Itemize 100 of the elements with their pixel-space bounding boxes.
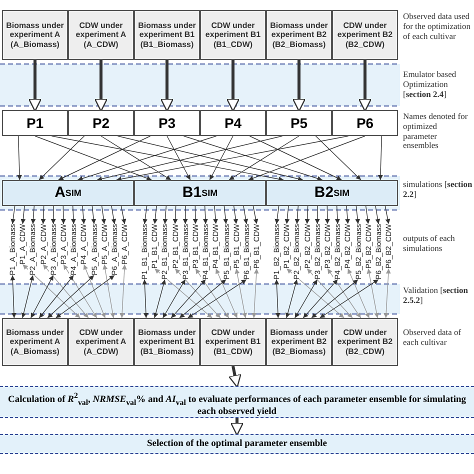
- arrow: [324, 206, 330, 224]
- arrow: [170, 279, 206, 318]
- arrow: [10, 206, 16, 224]
- arrow: [311, 279, 358, 318]
- data-box: CDW under experiment A (A_CDW): [68, 318, 134, 366]
- arrow: [345, 206, 350, 224]
- data-box: CDW under experiment B1 (B1_CDW): [200, 10, 266, 60]
- arrow: [315, 136, 362, 180]
- arrow: [202, 206, 208, 224]
- arrow: [166, 136, 191, 180]
- arrow: [100, 136, 172, 180]
- arrow: [17, 136, 22, 180]
- arrow: [50, 206, 56, 224]
- side-note: Emulator based Optimization [section 2.4]: [403, 70, 458, 100]
- arrow: [81, 206, 86, 224]
- arrow: [216, 268, 238, 318]
- data-box: Biomass under experiment B1 (B1_Biomass): [134, 318, 200, 366]
- block-arrow: [228, 366, 242, 388]
- arrow: [47, 274, 94, 318]
- arrow: [248, 136, 366, 181]
- arrow: [294, 206, 300, 224]
- arrow: [274, 206, 280, 224]
- arrow: [116, 136, 349, 182]
- arrow: [294, 279, 318, 318]
- arrow: [30, 274, 54, 318]
- arrow: [366, 268, 380, 318]
- arrow: [355, 206, 360, 224]
- step-band: Calculation of R$^{2}$$_{val}$, NRMSE$_{val}$% and AI$_{val}$ to evaluate performances of each parameter ensemble for simulating each observed yield: [0, 386, 474, 418]
- block-arrow: [28, 60, 42, 112]
- side-note: outputs of each simulations: [403, 234, 456, 254]
- arrow: [252, 206, 258, 224]
- arrow: [152, 206, 158, 224]
- arrow: [42, 264, 89, 318]
- arrow: [233, 206, 238, 224]
- arrow: [213, 206, 218, 224]
- arrow: [30, 206, 36, 224]
- arrow: [304, 206, 310, 224]
- data-box: CDW under experiment B2 (B2_CDW): [332, 318, 398, 366]
- arrow: [228, 136, 300, 180]
- data-box: Biomass under experiment B2 (B2_Biomass): [266, 318, 332, 366]
- arrow: [70, 206, 76, 224]
- block-arrow: [94, 60, 108, 112]
- arrow: [285, 279, 298, 318]
- arrow: [55, 274, 115, 318]
- arrow: [319, 279, 379, 318]
- block-arrow: [292, 60, 306, 112]
- step-band: Selection of the optimal parameter ensemble: [0, 434, 474, 454]
- arrow: [111, 206, 116, 224]
- side-note: simulations [section 2.2]: [403, 180, 473, 200]
- arrow: [60, 206, 66, 224]
- arrow: [120, 264, 127, 318]
- parameter-box: P4: [200, 110, 266, 136]
- block-arrow: [226, 60, 240, 112]
- arrow: [174, 268, 221, 318]
- arrow: [142, 279, 148, 318]
- arrow: [77, 136, 217, 181]
- data-box: CDW under experiment B2 (B2_CDW): [332, 10, 398, 60]
- block-arrow: [358, 60, 372, 112]
- arrow: [192, 206, 198, 224]
- parameter-box: P5: [266, 110, 332, 136]
- arrow: [243, 206, 248, 224]
- arrow: [172, 206, 178, 224]
- arrow: [182, 206, 188, 224]
- data-box: CDW under experiment B1 (B1_CDW): [200, 318, 266, 366]
- data-box: Biomass under experiment A (A_Biomass): [2, 10, 68, 60]
- arrow: [306, 268, 353, 318]
- arrow: [183, 136, 323, 181]
- block-arrow: [230, 418, 244, 436]
- arrow: [101, 206, 106, 224]
- arrow: [51, 136, 284, 182]
- arrow: [91, 206, 96, 224]
- side-note: Names denoted for optimized parameter ensembles: [403, 112, 469, 152]
- arrow: [334, 206, 340, 224]
- arrow: [120, 206, 126, 224]
- arrow: [274, 279, 280, 318]
- arrow: [153, 279, 166, 318]
- arrow: [20, 206, 26, 224]
- data-box: Biomass under experiment B2 (B2_Biomass): [266, 10, 332, 60]
- arrow: [384, 206, 390, 224]
- arrow: [162, 206, 168, 224]
- arrow: [142, 206, 148, 224]
- arrow: [38, 136, 85, 180]
- parameter-box: P3: [134, 110, 200, 136]
- side-note: Observed data of each cultivar: [403, 328, 462, 348]
- arrow: [63, 264, 98, 318]
- arrow: [58, 136, 151, 180]
- arrow: [284, 206, 290, 224]
- arrow: [117, 136, 304, 182]
- arrow: [223, 206, 228, 224]
- arrow: [96, 136, 283, 182]
- arrow: [302, 279, 338, 318]
- side-note: Observed data used for the optimization of each cultivar: [403, 12, 472, 42]
- arrow: [10, 274, 16, 318]
- data-box: Biomass under experiment B1 (B1_Biomass): [134, 10, 200, 60]
- arrow: [252, 268, 259, 318]
- block-arrow: [160, 60, 174, 112]
- side-note: Validation [section 2.5.2]: [403, 286, 469, 306]
- parameter-box: P2: [68, 110, 134, 136]
- data-box: CDW under experiment A (A_CDW): [68, 10, 134, 60]
- arrow: [365, 206, 370, 224]
